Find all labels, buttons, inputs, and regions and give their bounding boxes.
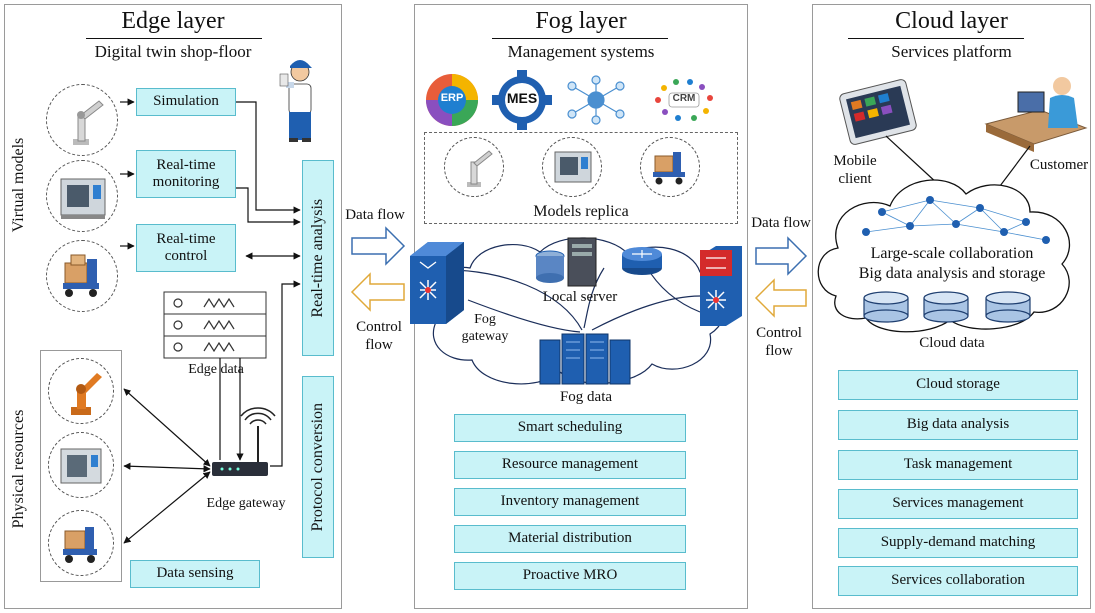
data-sensing-box: Data sensing: [130, 560, 260, 588]
protocol-conversion-box: Protocol conversion: [302, 376, 334, 558]
replica-robot-circle: [444, 137, 504, 197]
cloud-function-big-data-analysis: Big data analysis: [838, 410, 1078, 440]
replica-robot-icon: [467, 150, 493, 187]
cloud-function-services-management: Services management: [838, 489, 1078, 519]
cnc-machine-icon: [60, 178, 106, 219]
edge-layer-title: Edge layer: [121, 8, 225, 34]
mobile-client-label: Mobile client: [833, 153, 877, 187]
big-data-analysis-storage-label: Big data analysis and storage: [858, 265, 1046, 282]
physical-agv-circle: [48, 510, 114, 576]
replica-cnc-icon: [554, 151, 592, 183]
models-replica-box: [424, 132, 738, 224]
replica-cnc-circle: [542, 137, 602, 197]
real-time-analysis-box: Real-time analysis: [302, 160, 334, 356]
cnc-machine-model-circle: [46, 160, 118, 232]
physical-cnc-icon: [60, 448, 102, 484]
replica-agv-icon: [653, 152, 685, 185]
virtual-models-label: Virtual models: [10, 137, 27, 233]
agv-cart-icon: [63, 254, 99, 297]
control-flow-label-right: Control flow: [756, 325, 802, 359]
models-replica-label: Models replica: [533, 203, 629, 220]
fog-gateway-label: Fog gateway: [461, 312, 509, 344]
physical-robot-circle: [48, 358, 114, 424]
fog-function-resource-management: Resource management: [454, 451, 686, 479]
physical-resources-box: [40, 350, 122, 582]
fog-function-material-distribution: Material distribution: [454, 525, 686, 553]
crm-label: CRM: [672, 93, 696, 104]
agv-model-circle: [46, 240, 118, 312]
large-scale-collaboration-label: Large-scale collaboration: [870, 245, 1034, 262]
protocol-conversion-label: Protocol conversion: [308, 402, 326, 532]
edge-gateway-label: Edge gateway: [206, 496, 286, 511]
physical-cnc-circle: [48, 432, 114, 498]
cloud-function-supply-demand-matching: Supply-demand matching: [838, 528, 1078, 558]
cloud-function-task-management: Task management: [838, 450, 1078, 480]
cloud-layer-subtitle: Services platform: [891, 42, 1012, 61]
mes-label: MES: [506, 90, 538, 106]
replica-agv-circle: [640, 137, 700, 197]
cloud-function-cloud-storage: Cloud storage: [838, 370, 1078, 400]
fog-function-inventory-management: Inventory management: [454, 488, 686, 516]
cloud-title-rule: [848, 38, 1024, 39]
local-server-label: Local server: [542, 289, 618, 305]
monitoring-box: Real-time monitoring: [136, 150, 236, 198]
erp-label: ERP: [440, 92, 464, 104]
cloud-data-label: Cloud data: [919, 335, 985, 351]
robot-arm-icon: [73, 100, 104, 145]
data-flow-label-left: Data flow: [345, 207, 405, 223]
physical-resources-label: Physical resources: [10, 409, 27, 529]
cloud-layer-title: Cloud layer: [895, 8, 1008, 34]
control-flow-label-left: Control flow: [356, 319, 402, 353]
fog-layer-subtitle: Management systems: [507, 42, 655, 61]
fog-data-label: Fog data: [559, 389, 613, 405]
cloud-function-services-collaboration: Services collaboration: [838, 566, 1078, 596]
fog-function-smart-scheduling: Smart scheduling: [454, 414, 686, 442]
data-flow-label-right: Data flow: [751, 215, 811, 231]
physical-agv-icon: [63, 527, 97, 563]
control-box: Real-time control: [136, 224, 236, 272]
orange-robot-icon: [71, 373, 102, 415]
edge-data-label: Edge data: [188, 362, 244, 377]
simulation-box: Simulation: [136, 88, 236, 116]
fog-layer-title: Fog layer: [535, 8, 627, 34]
robot-arm-model-circle: [46, 84, 118, 156]
real-time-analysis-label: Real-time analysis: [308, 198, 326, 318]
edge-layer-subtitle: Digital twin shop-floor: [94, 42, 252, 61]
fog-title-rule: [492, 38, 668, 39]
edge-title-rule: [86, 38, 262, 39]
fog-function-proactive-mro: Proactive MRO: [454, 562, 686, 590]
customer-label: Customer: [1029, 157, 1089, 173]
